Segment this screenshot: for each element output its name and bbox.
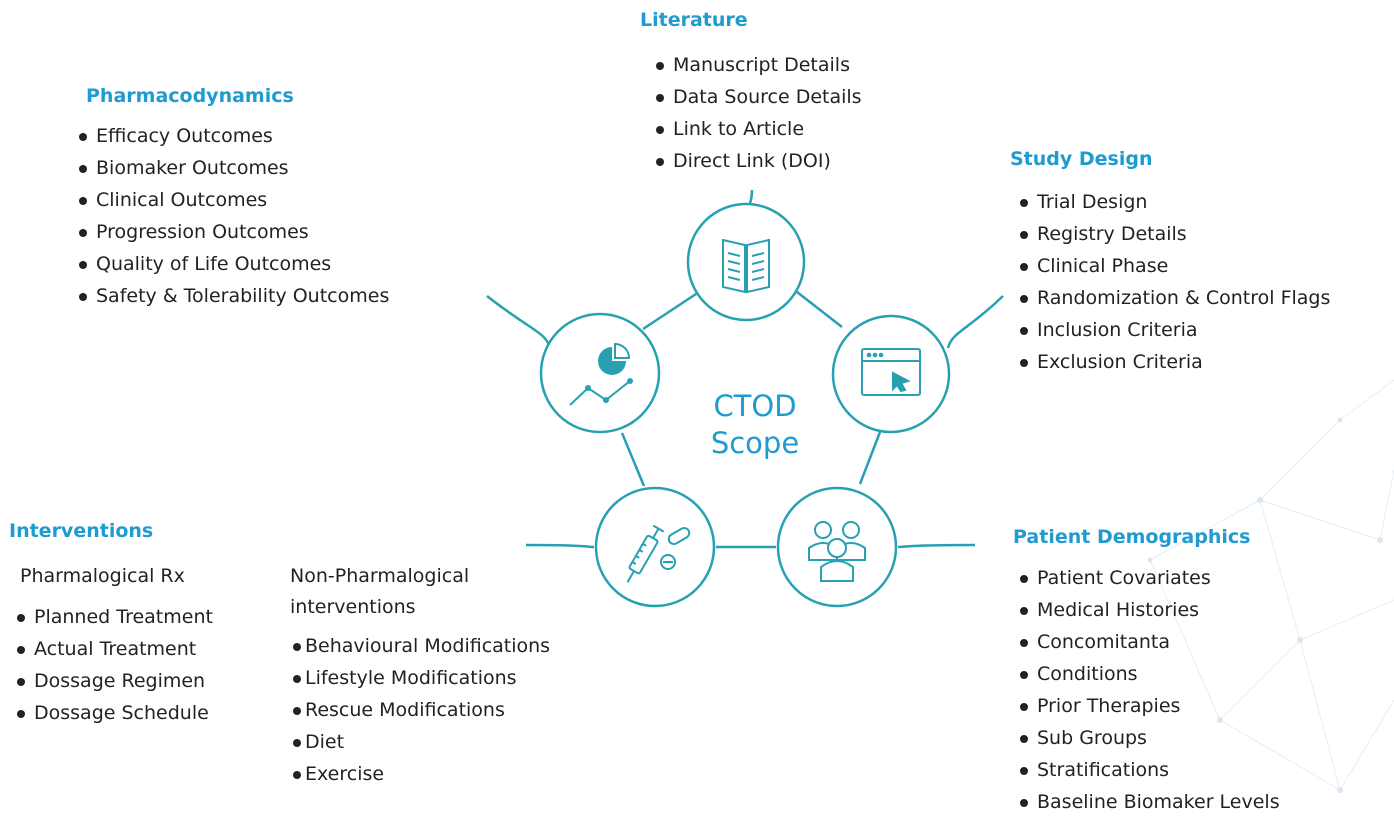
connector-interventions — [525, 543, 595, 549]
list-item: Biomaker Outcomes — [77, 152, 389, 184]
non-pharmalogical-subheading: Non-Pharmalogical interventions — [290, 561, 469, 623]
browser-cursor-icon — [861, 348, 921, 396]
list-item: Baseline Biomaker Levels — [1018, 786, 1280, 818]
list-item: Planned Treatment — [15, 601, 213, 633]
edge-study-patients — [858, 431, 882, 485]
list-item: Lifestyle Modifications — [293, 662, 550, 694]
list-item: Prior Therapies — [1018, 690, 1280, 722]
literature-heading: Literature — [640, 9, 748, 31]
non-pharmalogical-title-line1: Non-Pharmalogical — [290, 565, 470, 587]
pharmalogical-rx-subheading: Pharmalogical Rx — [20, 565, 185, 587]
pharmacodynamics-list: Efficacy Outcomes Biomaker Outcomes Clin… — [77, 120, 389, 312]
syringe-pills-icon — [626, 524, 691, 583]
list-item: Sub Groups — [1018, 722, 1280, 754]
interventions-heading: Interventions — [9, 520, 154, 542]
edge-pharmaco-literature — [642, 290, 700, 331]
list-item: Safety & Tolerability Outcomes — [77, 280, 389, 312]
non-pharmalogical-list: Behavioural Modifications Lifestyle Modi… — [293, 630, 550, 790]
list-item: Data Source Details — [654, 81, 862, 113]
list-item: Link to Article — [654, 113, 862, 145]
list-item: Progression Outcomes — [77, 216, 389, 248]
study-design-list: Trial Design Registry Details Clinical P… — [1018, 186, 1330, 378]
list-item: Inclusion Criteria — [1018, 314, 1330, 346]
study-design-node — [831, 314, 951, 434]
list-item: Clinical Outcomes — [77, 184, 389, 216]
book-icon — [722, 238, 770, 294]
list-item: Conditions — [1018, 658, 1280, 690]
list-item: Diet — [293, 726, 550, 758]
list-item: Behavioural Modifications — [293, 630, 550, 662]
list-item: Trial Design — [1018, 186, 1330, 218]
edge-literature-study — [796, 291, 843, 328]
connector-patients — [897, 543, 976, 549]
list-item: Medical Histories — [1018, 594, 1280, 626]
non-pharmalogical-title-line2: interventions — [290, 596, 416, 618]
pharmacodynamics-heading: Pharmacodynamics — [86, 85, 294, 107]
literature-list: Manuscript Details Data Source Details L… — [654, 49, 862, 177]
patient-demographics-heading: Patient Demographics — [1013, 526, 1251, 548]
ctod-scope-label: CTOD Scope — [680, 388, 830, 462]
list-item: Exercise — [293, 758, 550, 790]
list-item: Direct Link (DOI) — [654, 145, 862, 177]
list-item: Concomitanta — [1018, 626, 1280, 658]
pharmalogical-rx-list: Planned Treatment Actual Treatment Dossa… — [15, 601, 213, 729]
connector-study-design — [946, 295, 1004, 349]
list-item: Quality of Life Outcomes — [77, 248, 389, 280]
list-item: Actual Treatment — [15, 633, 213, 665]
center-label-line2: Scope — [710, 426, 800, 460]
pharmacodynamics-node — [539, 312, 661, 434]
list-item: Dossage Schedule — [15, 697, 213, 729]
patient-demographics-list: Patient Covariates Medical Histories Con… — [1018, 562, 1280, 818]
list-item: Patient Covariates — [1018, 562, 1280, 594]
list-item: Manuscript Details — [654, 49, 862, 81]
study-design-heading: Study Design — [1010, 148, 1153, 170]
list-item: Exclusion Criteria — [1018, 346, 1330, 378]
list-item: Dossage Regimen — [15, 665, 213, 697]
list-item: Randomization & Control Flags — [1018, 282, 1330, 314]
list-item: Clinical Phase — [1018, 250, 1330, 282]
list-item: Registry Details — [1018, 218, 1330, 250]
connector-pharmacodynamics — [486, 295, 552, 349]
people-group-icon — [808, 521, 866, 582]
center-label-line1: CTOD — [713, 389, 797, 423]
list-item: Stratifications — [1018, 754, 1280, 786]
list-item: Rescue Modifications — [293, 694, 550, 726]
list-item: Efficacy Outcomes — [77, 120, 389, 152]
chart-icon — [569, 342, 633, 406]
edge-interventions-pharmaco — [620, 432, 646, 487]
